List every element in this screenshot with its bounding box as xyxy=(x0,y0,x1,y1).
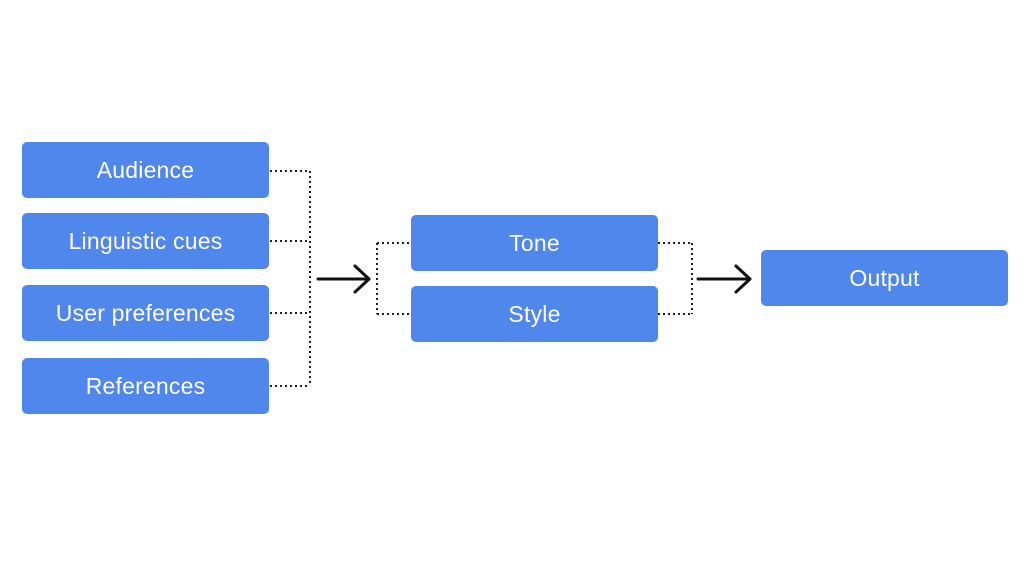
node-style: Style xyxy=(411,286,658,342)
node-audience: Audience xyxy=(22,142,269,198)
node-tone: Tone xyxy=(411,215,658,271)
node-linguistic-cues: Linguistic cues xyxy=(22,213,269,269)
node-user-preferences: User preferences xyxy=(22,285,269,341)
arrow-right-icon xyxy=(696,264,752,294)
node-references: References xyxy=(22,358,269,414)
node-output: Output xyxy=(761,250,1008,306)
arrow-right-icon xyxy=(316,264,371,294)
